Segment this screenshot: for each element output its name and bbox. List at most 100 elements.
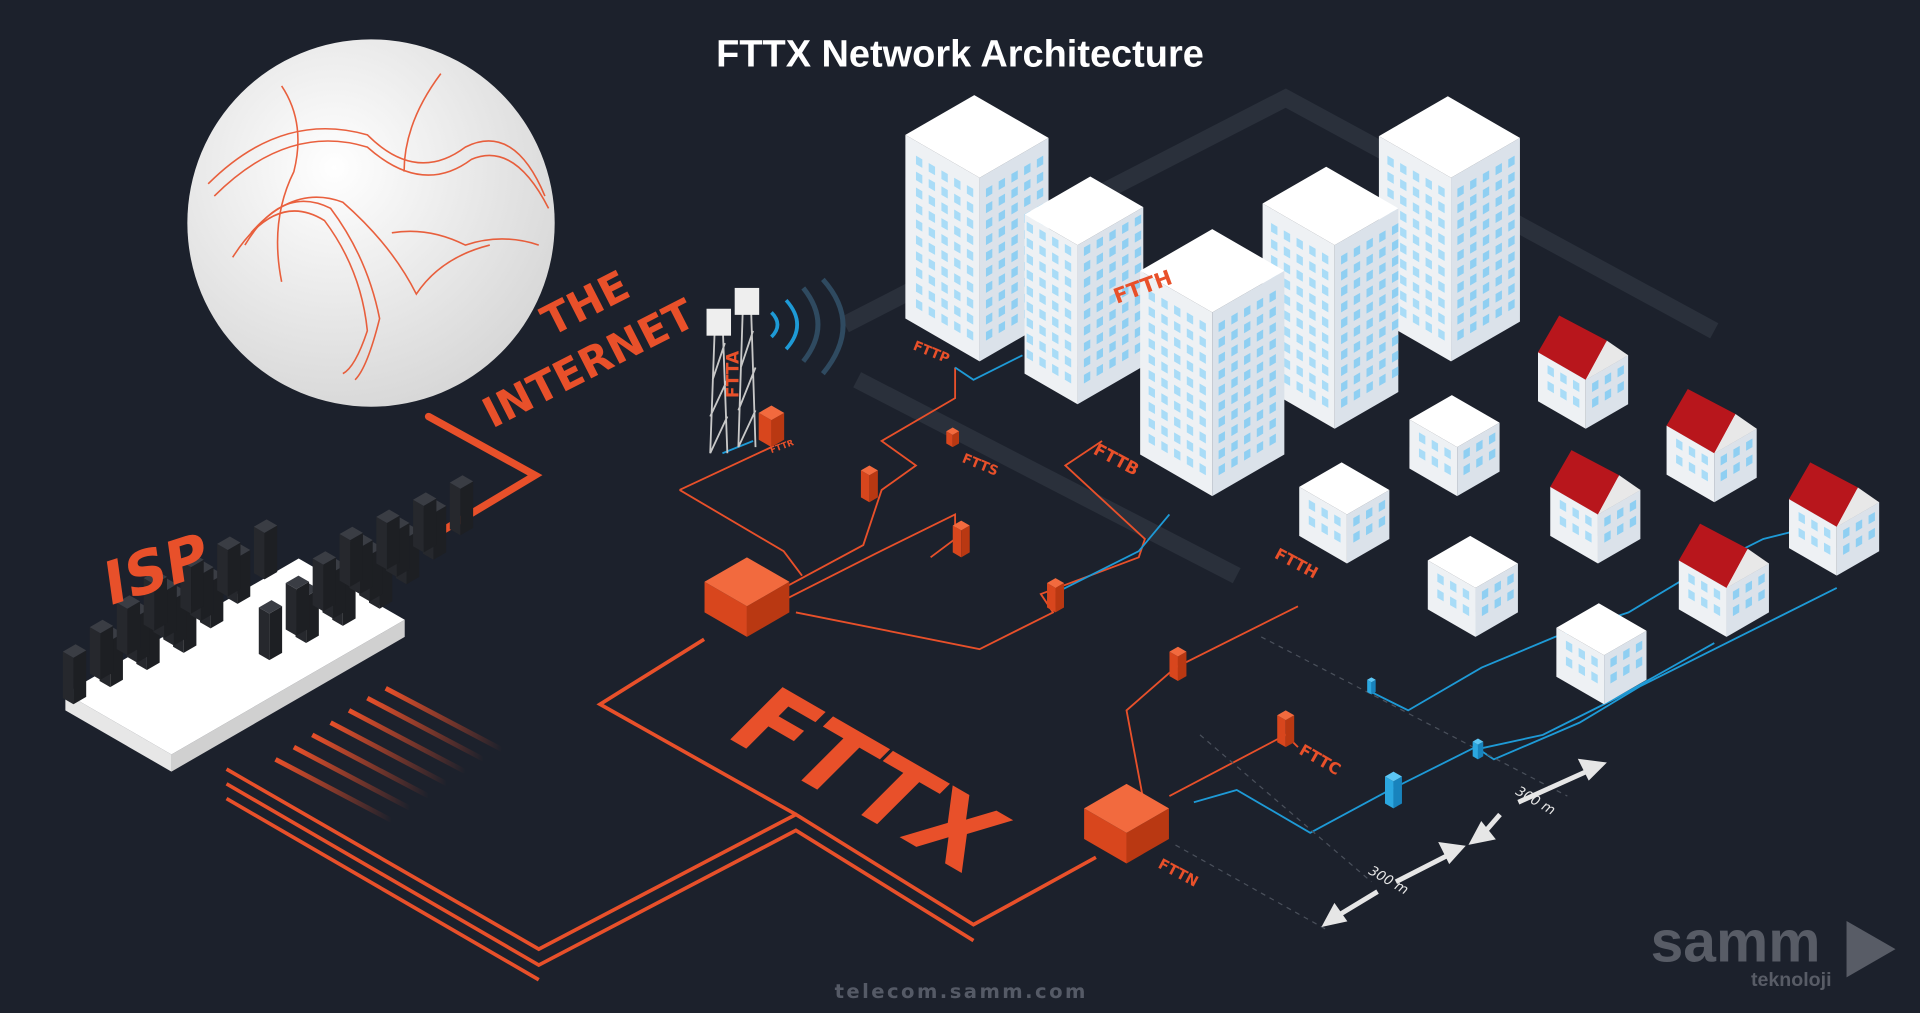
window xyxy=(1572,507,1579,520)
server-rack xyxy=(62,644,87,705)
window xyxy=(1585,514,1592,527)
window xyxy=(1457,248,1464,261)
server-rack xyxy=(89,619,114,680)
window xyxy=(985,296,993,309)
window xyxy=(1052,300,1059,313)
house xyxy=(1550,450,1641,564)
server-rack-right-face xyxy=(396,523,410,577)
server-rack-top-face xyxy=(253,519,278,533)
window xyxy=(1199,431,1206,444)
window xyxy=(1109,245,1116,258)
window xyxy=(1218,383,1225,396)
server-rack-left-face xyxy=(253,526,265,580)
window xyxy=(1134,278,1142,291)
server-rack-left-face xyxy=(339,534,351,587)
window xyxy=(1011,313,1018,326)
window xyxy=(1391,254,1399,268)
fiber-cabinet-left-face xyxy=(758,412,772,448)
apartment-building-top-face xyxy=(905,95,1049,178)
fiber-cabinet xyxy=(758,405,785,448)
window xyxy=(1387,155,1394,168)
window xyxy=(928,258,936,271)
window xyxy=(1341,332,1348,345)
fiber-cabinet-right-face xyxy=(1055,583,1064,613)
window xyxy=(1321,252,1329,265)
window xyxy=(1798,527,1805,541)
window xyxy=(941,265,948,279)
house-cutaway xyxy=(1299,462,1390,564)
apartment-building-top-face xyxy=(1024,176,1144,246)
server-rack-top-face xyxy=(413,492,437,506)
window xyxy=(1425,193,1432,206)
server-rack-left-face xyxy=(62,651,74,705)
apartment-building-top-face xyxy=(1262,166,1399,246)
window xyxy=(1366,301,1373,314)
server-rack-right-face xyxy=(264,525,278,580)
house-cutaway xyxy=(1409,395,1500,497)
window xyxy=(1199,351,1206,364)
svg-text:teknoloji: teknoloji xyxy=(1751,969,1832,991)
server-rack-top-face xyxy=(339,526,363,541)
window xyxy=(1296,349,1303,362)
apartment-building-right-face xyxy=(1451,137,1520,362)
copper-cabinet-right-face xyxy=(1393,776,1402,809)
fiber-cabinet xyxy=(946,427,960,448)
window xyxy=(1161,425,1168,438)
window xyxy=(1457,264,1464,277)
window xyxy=(1565,656,1573,669)
window xyxy=(1174,368,1181,381)
window xyxy=(1244,336,1251,350)
server-rack-right-face xyxy=(386,515,400,570)
window xyxy=(1688,445,1696,459)
window xyxy=(954,320,961,334)
window xyxy=(1559,515,1567,528)
fiber-cabinet xyxy=(1277,710,1295,748)
window xyxy=(1026,349,1034,362)
window xyxy=(1438,328,1445,341)
window xyxy=(1437,573,1444,586)
window xyxy=(1199,447,1206,460)
window xyxy=(1269,385,1276,399)
window xyxy=(1052,268,1059,281)
window xyxy=(1457,200,1464,214)
roof-gable xyxy=(1585,340,1629,380)
server-rack-right-face xyxy=(433,505,447,560)
apartment-building-left-face xyxy=(1140,270,1213,497)
window xyxy=(1353,514,1360,527)
house-cutaway-top-face xyxy=(1556,603,1647,656)
window xyxy=(1174,336,1181,350)
window xyxy=(1391,334,1399,347)
window xyxy=(1269,338,1276,351)
cell-towers xyxy=(706,277,846,454)
window xyxy=(1269,417,1276,430)
window xyxy=(1366,523,1373,536)
server-rack-right-face xyxy=(227,542,241,597)
window xyxy=(1052,347,1059,361)
window xyxy=(1109,260,1116,274)
window xyxy=(1495,178,1502,192)
window xyxy=(1199,415,1206,428)
window xyxy=(1463,463,1470,476)
label-fttp: FTTP xyxy=(911,339,952,367)
window xyxy=(1256,393,1264,406)
roof xyxy=(1537,315,1607,380)
window xyxy=(1309,372,1316,385)
window xyxy=(985,216,993,230)
window xyxy=(1218,431,1225,444)
window xyxy=(1868,512,1875,525)
window xyxy=(1231,439,1238,453)
window xyxy=(1585,530,1592,543)
window xyxy=(1161,297,1168,310)
window xyxy=(1425,273,1432,286)
window xyxy=(1379,325,1386,339)
window xyxy=(1148,433,1155,446)
window xyxy=(1482,234,1490,247)
window xyxy=(1470,193,1477,206)
window xyxy=(1366,237,1373,250)
window xyxy=(1231,455,1238,468)
window xyxy=(1134,230,1142,243)
window xyxy=(1161,313,1168,326)
window xyxy=(1617,365,1624,378)
window xyxy=(1508,251,1515,264)
window xyxy=(954,209,961,222)
